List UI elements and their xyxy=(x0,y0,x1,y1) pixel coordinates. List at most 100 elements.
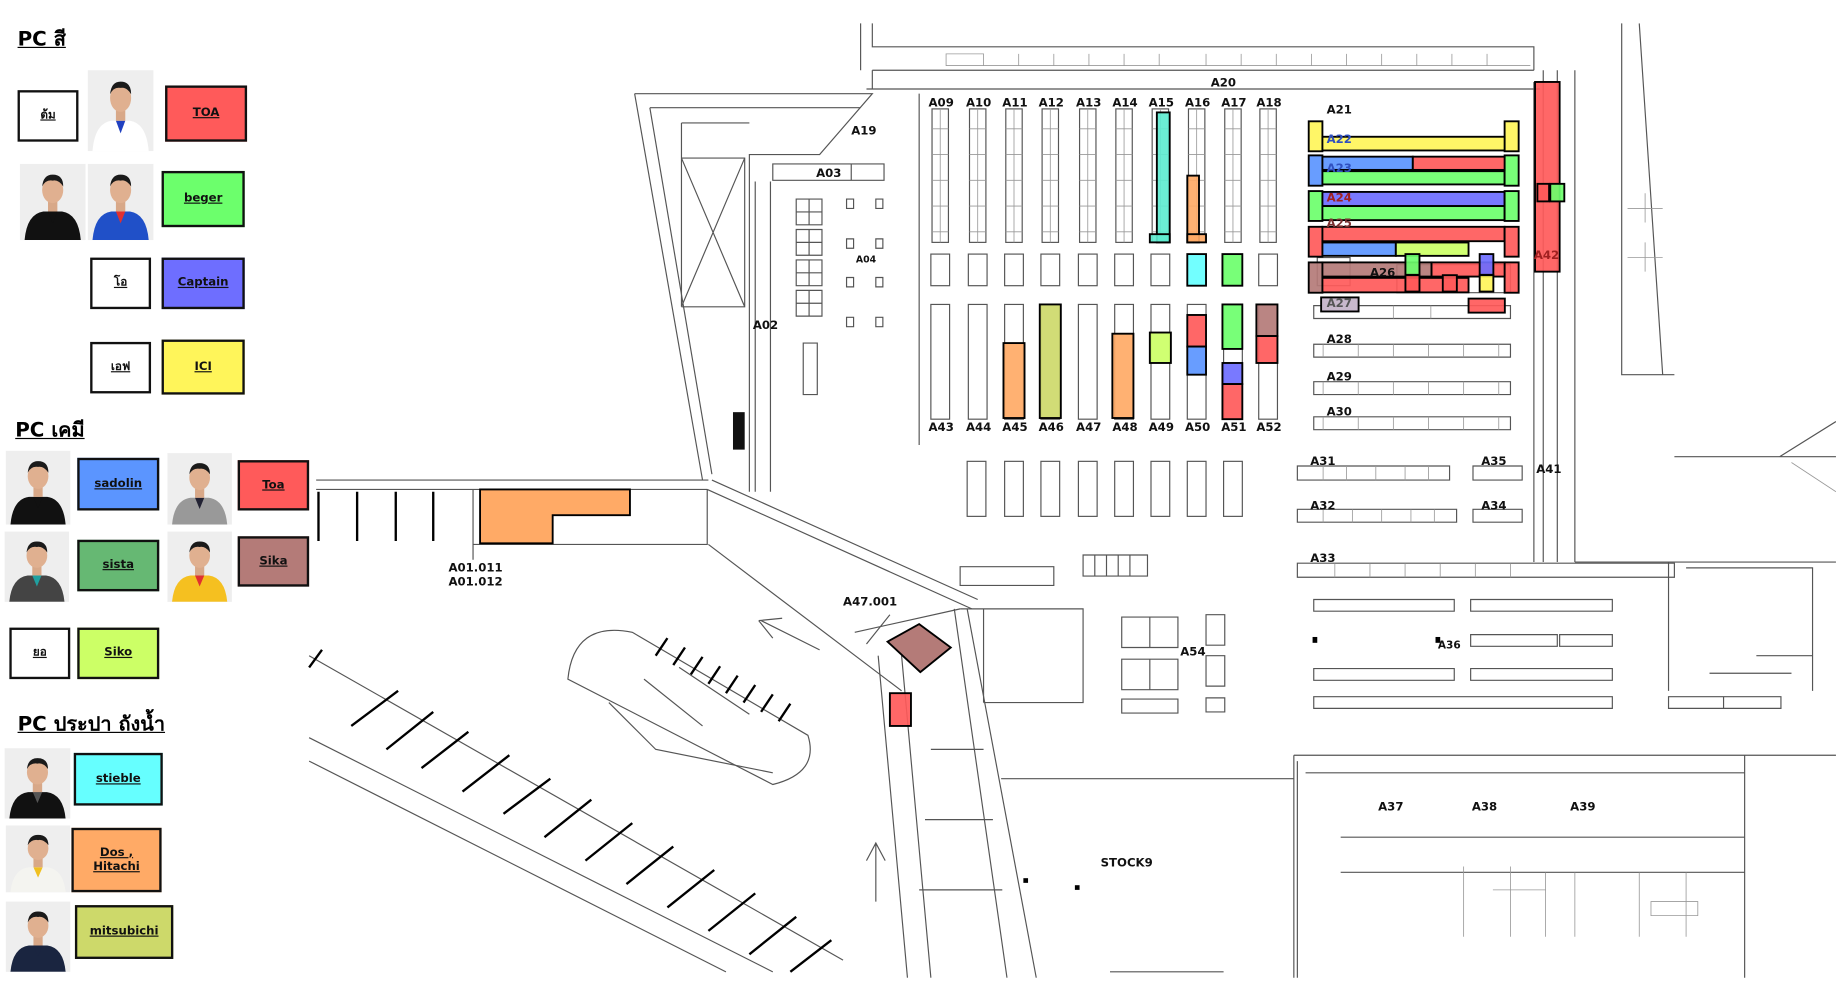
rack-middle xyxy=(1004,253,1024,287)
allocation-teal xyxy=(1148,233,1171,244)
person-tum[interactable]: ต้ม xyxy=(17,90,79,142)
zone-label: A16 xyxy=(1185,96,1210,110)
zone-label: A02 xyxy=(753,318,778,332)
zone-labels: A20 A19 A03 A04 A02 A21 A22 A23 A24 A25 … xyxy=(448,76,1595,870)
rack-middle xyxy=(1077,253,1098,287)
person-yo[interactable]: ยอ xyxy=(9,627,71,680)
zone-label: A42 xyxy=(1534,248,1559,262)
rack-middle xyxy=(930,253,951,287)
allocation-yellow xyxy=(1321,135,1506,152)
allocation-teal xyxy=(1155,111,1171,244)
allocation-orange xyxy=(1186,174,1200,244)
brand-toa-chem[interactable]: Toa xyxy=(237,460,310,511)
allocation-blue_sadolin xyxy=(1307,154,1324,187)
allocation-red xyxy=(888,692,912,727)
zone-label: A14 xyxy=(1112,96,1137,110)
zone-label: A43 xyxy=(929,420,954,434)
zone-label: A29 xyxy=(1327,370,1352,384)
rack-floor xyxy=(1077,460,1098,517)
allocation-a47-001-brown xyxy=(885,622,953,674)
zone-label: A01.011 xyxy=(448,560,502,574)
zone-label: A47 xyxy=(1076,420,1101,434)
zone-label: A35 xyxy=(1481,454,1506,468)
brand-ici[interactable]: ICI xyxy=(161,339,245,395)
allocation-sika_brown xyxy=(1307,261,1324,294)
zone-label: A15 xyxy=(1149,96,1174,110)
allocation-green xyxy=(1221,253,1244,287)
photo-chem-2 xyxy=(167,453,232,525)
zone-label: A01.012 xyxy=(448,574,502,588)
pillar xyxy=(732,412,745,450)
brand-toa[interactable]: TOA xyxy=(165,85,248,142)
zone-label: A24 xyxy=(1327,190,1352,204)
zone-label: A12 xyxy=(1039,96,1064,110)
allocation-red xyxy=(1307,225,1324,258)
brand-dos-hitachi[interactable]: Dos , Hitachi xyxy=(71,827,162,893)
allocation-red xyxy=(1503,261,1520,294)
allocation-red xyxy=(1467,297,1506,314)
brand-siko[interactable]: Siko xyxy=(77,627,160,680)
zone-label: A44 xyxy=(966,420,991,434)
rack-middle xyxy=(1258,253,1279,287)
section-title-plumbing: PC ประปา ถังน้ำ xyxy=(17,713,166,737)
rack-lower xyxy=(967,303,988,420)
rack-floor xyxy=(1040,460,1061,517)
photo-plumbing-2 xyxy=(5,825,71,893)
allocation-red xyxy=(1441,274,1458,293)
allocation-red xyxy=(1186,314,1207,348)
rack-floor xyxy=(1186,460,1207,517)
zone-label: A18 xyxy=(1256,96,1281,110)
allocation-orange xyxy=(1186,233,1207,244)
brand-sadolin[interactable]: sadolin xyxy=(77,457,160,511)
zone-label: A26 xyxy=(1370,265,1395,279)
brand-sika[interactable]: Sika xyxy=(237,536,310,587)
zone-label: A52 xyxy=(1256,420,1281,434)
allocation-green xyxy=(1307,190,1324,222)
zone-label: A32 xyxy=(1310,498,1335,512)
person-f[interactable]: เอฟ xyxy=(90,341,152,394)
zone-label: A28 xyxy=(1327,332,1352,346)
brand-beger[interactable]: beger xyxy=(161,170,245,228)
allocation-red xyxy=(1411,155,1506,171)
zone-label: A04 xyxy=(856,254,877,265)
allocation-green xyxy=(1221,303,1244,350)
rack-floor xyxy=(1004,460,1024,517)
section-title-chem: PC เคมี xyxy=(15,419,85,443)
photo-plumbing-1 xyxy=(4,748,71,819)
allocation-red xyxy=(1534,81,1561,273)
allocation-orange xyxy=(1111,332,1135,419)
allocation-a01-orange xyxy=(479,488,631,545)
zone-label: A51 xyxy=(1221,420,1246,434)
zone-label: A37 xyxy=(1378,799,1403,813)
zone-label: A48 xyxy=(1112,420,1137,434)
photo-staff-black xyxy=(19,163,86,241)
allocation-yellow xyxy=(1503,120,1520,153)
photo-staff-blue xyxy=(87,163,154,241)
zone-label: A30 xyxy=(1327,405,1352,419)
allocation-red xyxy=(1503,225,1520,258)
zone-label: A10 xyxy=(966,96,991,110)
allocation-green xyxy=(1404,253,1421,276)
zone-label: A03 xyxy=(816,166,841,180)
photo-chem-3 xyxy=(4,531,70,602)
section-title-paint: PC สี xyxy=(17,28,66,52)
brand-captain[interactable]: Captain xyxy=(161,257,245,310)
allocation-orange xyxy=(1002,342,1026,419)
zone-label: A21 xyxy=(1327,103,1352,117)
map-linework xyxy=(308,23,1836,978)
allocation-red xyxy=(1536,182,1551,203)
zone-label: A38 xyxy=(1472,799,1497,813)
brand-stieble[interactable]: stieble xyxy=(73,752,163,806)
brand-sista[interactable]: sista xyxy=(77,539,160,592)
photo-plumbing-3 xyxy=(5,901,71,972)
allocation-blue_captain xyxy=(1221,362,1244,385)
allocation-red xyxy=(1221,383,1244,421)
zone-label: A09 xyxy=(929,96,954,110)
zone-label: A50 xyxy=(1185,420,1210,434)
zone-label: A54 xyxy=(1180,645,1205,659)
allocation-lime xyxy=(1148,331,1172,364)
person-o[interactable]: โอ xyxy=(90,257,152,310)
rack-middle xyxy=(1114,253,1135,287)
brand-mitsubichi[interactable]: mitsubichi xyxy=(74,905,174,959)
